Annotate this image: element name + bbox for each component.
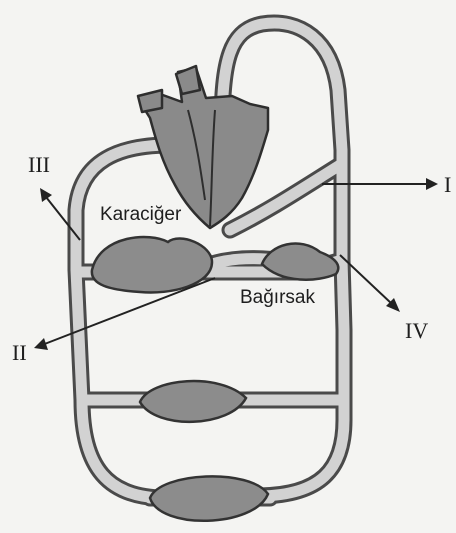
marker-i-label: I	[444, 172, 451, 198]
marker-iv-label: IV	[405, 318, 428, 344]
bottom-organ	[150, 476, 268, 520]
marker-iii-label: III	[28, 152, 50, 178]
marker-ii-label: II	[12, 340, 27, 366]
lower-organ	[140, 381, 246, 422]
intestine-label: Bağırsak	[240, 287, 315, 309]
liver-label: Karaciğer	[100, 204, 181, 226]
liver	[92, 237, 212, 293]
